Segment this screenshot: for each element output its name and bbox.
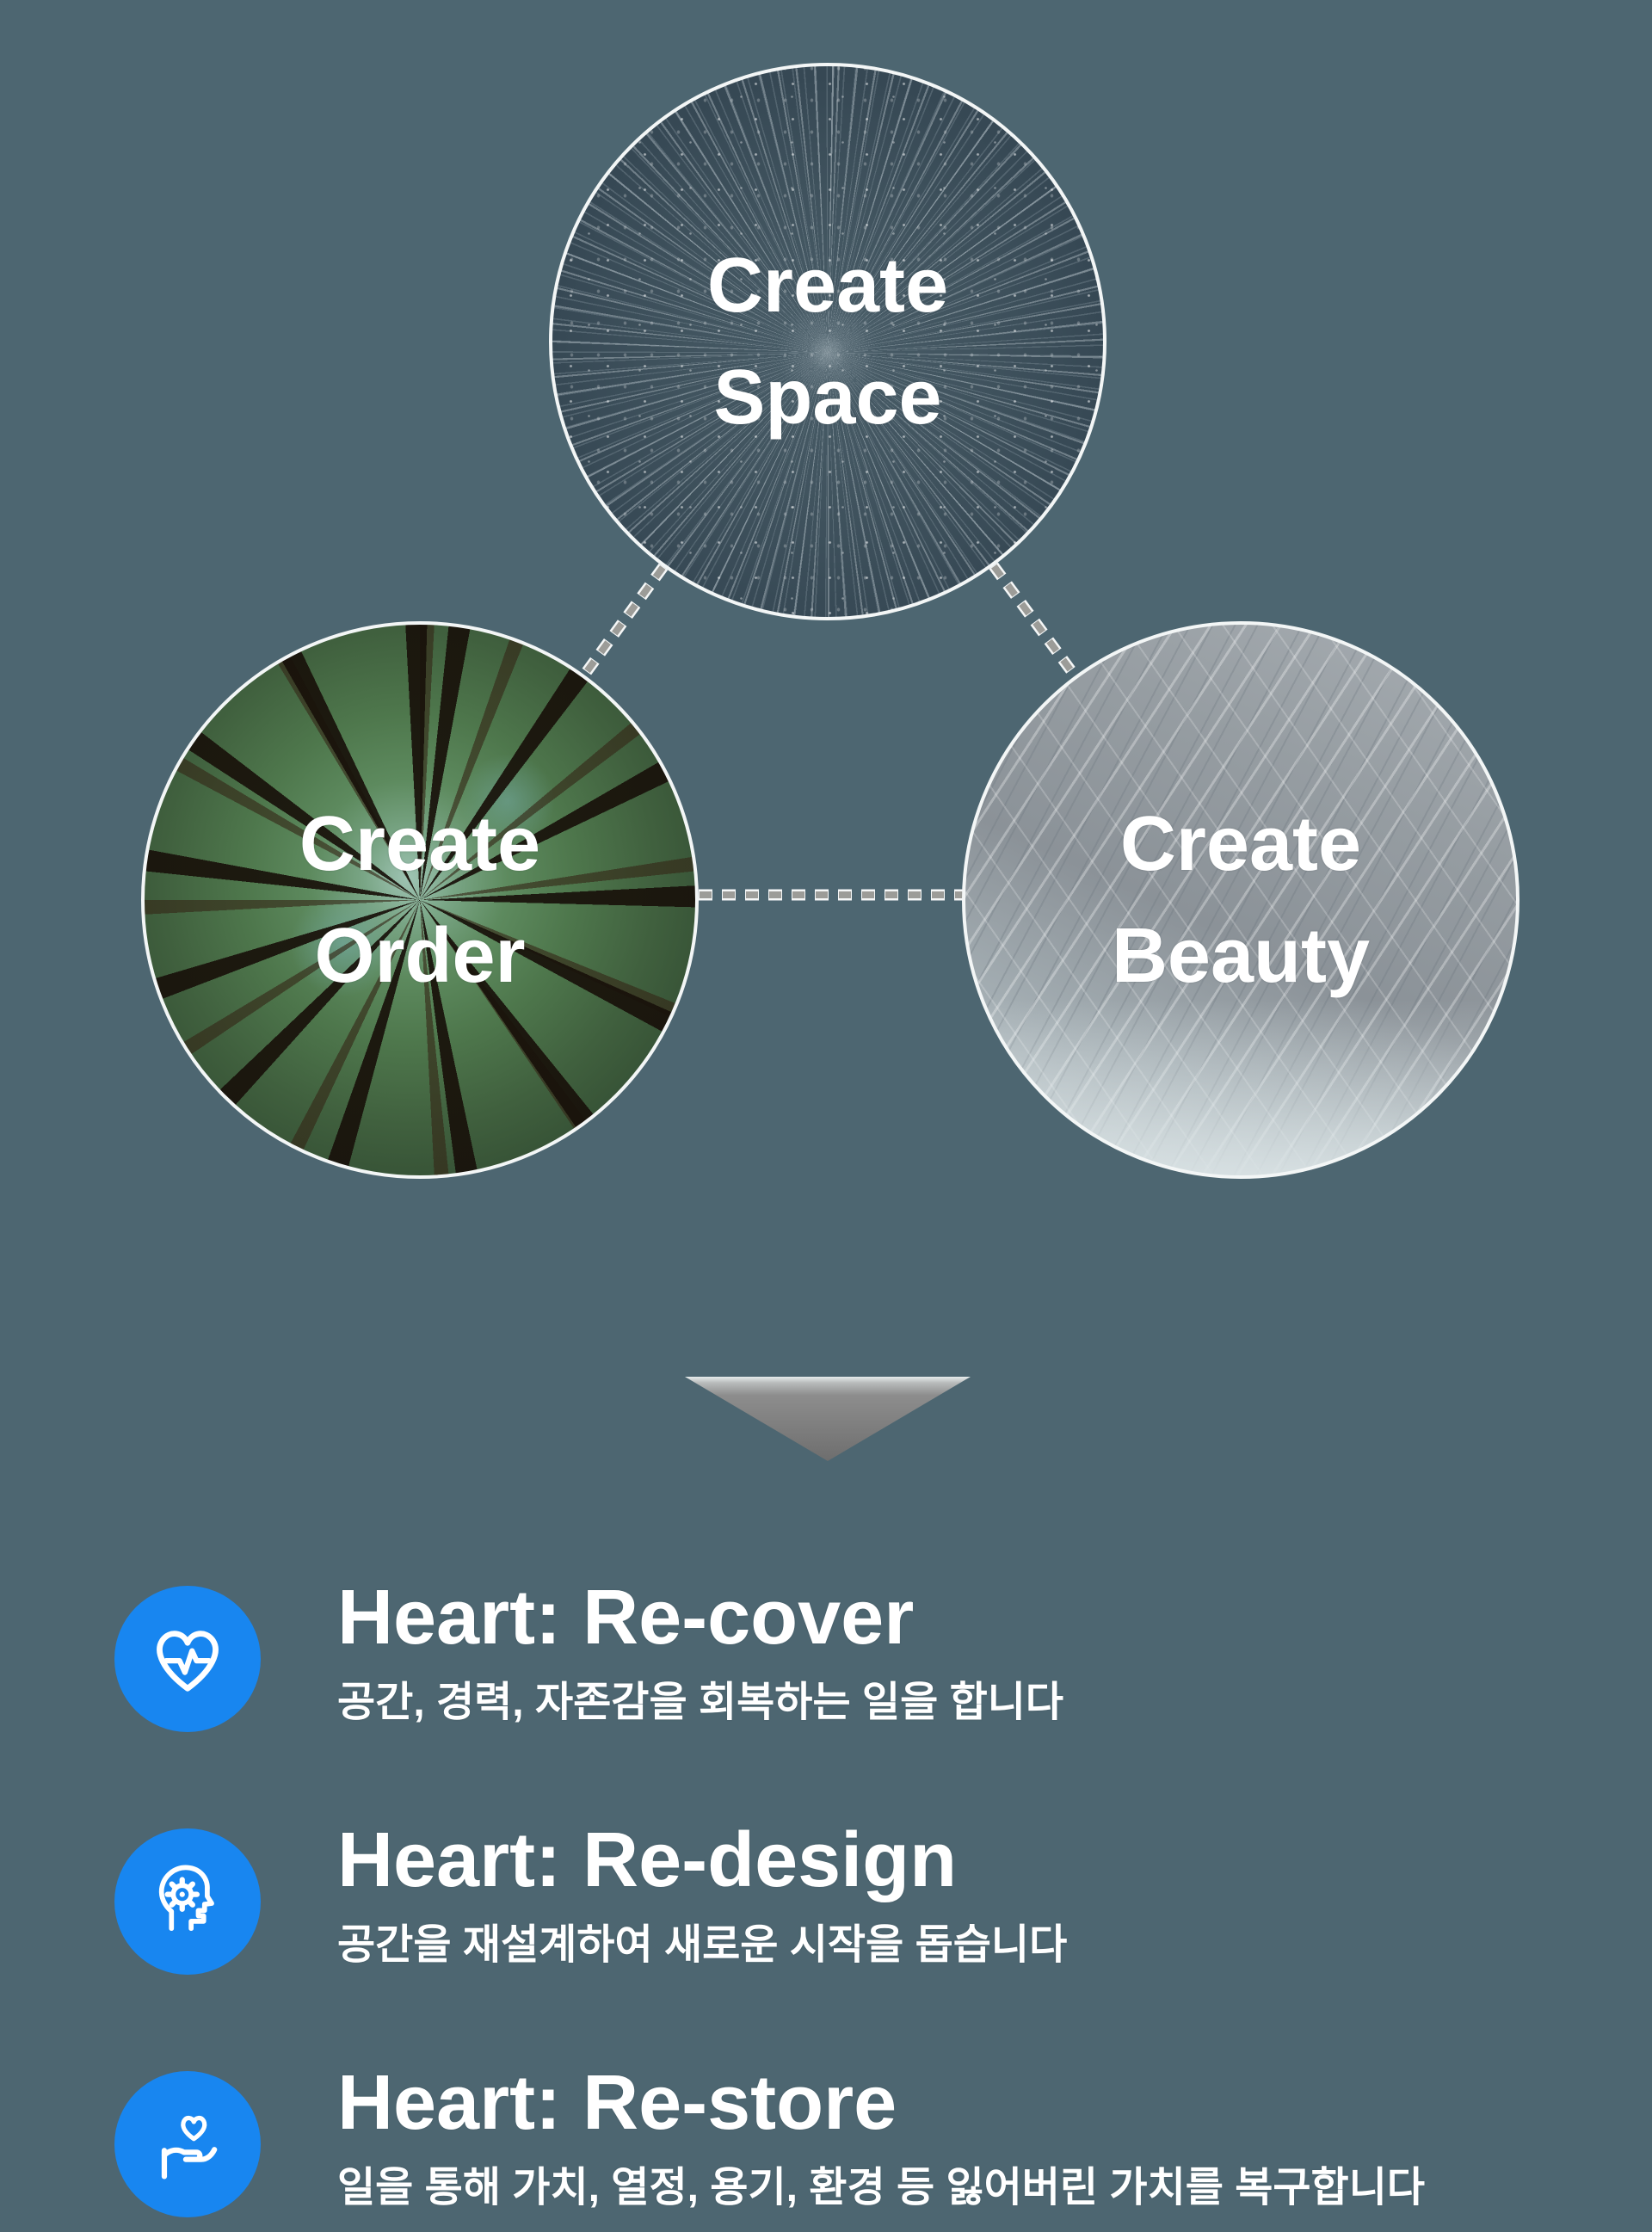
- circle-beauty-line1: Create: [1119, 800, 1362, 887]
- circle-create-order: Create Order: [141, 621, 699, 1179]
- hand-heart-icon: [161, 2115, 218, 2180]
- feature-icon-circle: [114, 1586, 261, 1732]
- heart-pulse-icon: [157, 1631, 219, 1692]
- feature-subtitle: 공간을 재설계하여 새로운 시작을 돕습니다: [337, 1922, 1068, 1968]
- circle-create-order-label: Create Order: [299, 788, 540, 1013]
- feature-row-restore: Heart: Re-store 일을 통해 가치, 열정, 용기, 환경 등 잃…: [114, 2062, 1594, 2232]
- feature-icon-circle: [114, 1828, 261, 1975]
- circle-create-beauty: Create Beauty: [962, 621, 1519, 1179]
- feature-row-recover: Heart: Re-cover 공간, 경력, 자존감을 회복하는 일을 합니다: [114, 1577, 1594, 1749]
- circle-order-line1: Create: [299, 800, 541, 887]
- circle-create-beauty-label: Create Beauty: [1112, 788, 1370, 1013]
- circle-space-line2: Space: [713, 355, 942, 441]
- feature-subtitle: 공간, 경력, 자존감을 회복하는 일을 합니다: [337, 1680, 1064, 1725]
- circle-order-line2: Order: [314, 913, 526, 999]
- circle-beauty-line2: Beauty: [1111, 913, 1371, 999]
- feature-subtitle: 일을 통해 가치, 열정, 용기, 환경 등 잃어버린 가치를 복구합니다: [337, 2165, 1426, 2210]
- head-gear-icon: [158, 1865, 214, 1932]
- feature-title: Heart: Re-cover: [337, 1575, 915, 1661]
- circle-create-space-label: Create Space: [707, 230, 948, 454]
- feature-icon-circle: [114, 2071, 261, 2217]
- circle-space-line1: Create: [706, 242, 949, 329]
- circle-create-space: Create Space: [549, 63, 1106, 620]
- feature-title: Heart: Re-store: [337, 2060, 897, 2146]
- feature-row-redesign: Heart: Re-design 공간을 재설계하여 새로운 시작을 돕습니다: [114, 1820, 1594, 1992]
- feature-title: Heart: Re-design: [337, 1817, 958, 1903]
